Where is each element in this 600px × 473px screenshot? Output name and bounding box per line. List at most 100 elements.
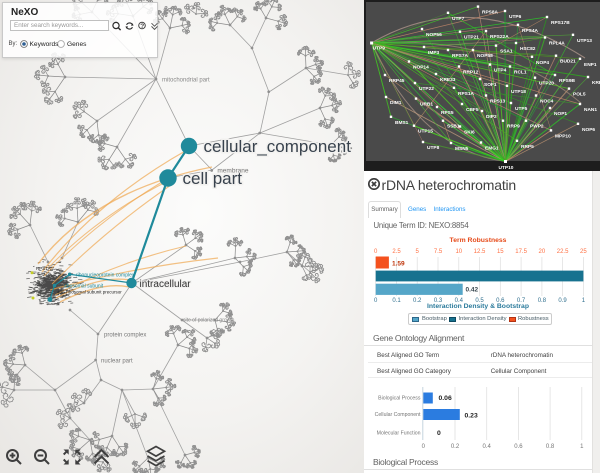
svg-text:0.6: 0.6 xyxy=(496,298,505,304)
svg-text:0.2: 0.2 xyxy=(413,298,422,304)
svg-text:0.5: 0.5 xyxy=(475,298,484,304)
svg-text:nuclear part: nuclear part xyxy=(101,359,133,365)
svg-text:DIM1: DIM1 xyxy=(390,100,402,106)
svg-text:0.7: 0.7 xyxy=(517,298,526,304)
svg-text:UTP8: UTP8 xyxy=(427,145,440,151)
svg-text:0.23: 0.23 xyxy=(465,413,478,420)
svg-text:RPS22A: RPS22A xyxy=(490,34,509,40)
svg-text:MPP10: MPP10 xyxy=(555,133,571,139)
svg-text:RRP12: RRP12 xyxy=(463,70,479,76)
svg-text:UTP4: UTP4 xyxy=(494,68,507,74)
svg-text:DIP2: DIP2 xyxy=(486,114,497,120)
svg-text:12.5: 12.5 xyxy=(474,249,486,255)
svg-text:RCL1: RCL1 xyxy=(514,70,527,76)
svg-text:SSB1: SSB1 xyxy=(447,124,460,130)
svg-text:25: 25 xyxy=(580,249,587,255)
svg-text:0.06: 0.06 xyxy=(439,395,452,402)
svg-text:UTP20: UTP20 xyxy=(539,81,554,87)
svg-text:1.59: 1.59 xyxy=(392,261,405,268)
svg-text:RPS1A: RPS1A xyxy=(458,91,475,97)
svg-text:NOP4: NOP4 xyxy=(536,60,549,66)
svg-text:RRP45: RRP45 xyxy=(389,78,405,84)
svg-text:22.5: 22.5 xyxy=(557,249,569,255)
svg-text:RPS9B: RPS9B xyxy=(559,78,576,84)
svg-text:0: 0 xyxy=(437,430,441,437)
svg-text:Molecular Function: Molecular Function xyxy=(377,431,421,437)
svg-text:0: 0 xyxy=(374,249,378,255)
svg-text:RRP9: RRP9 xyxy=(507,124,520,130)
svg-text:NOP14: NOP14 xyxy=(413,65,429,71)
svg-text:CBF5: CBF5 xyxy=(466,107,479,113)
svg-text:UTP18: UTP18 xyxy=(511,89,526,95)
svg-text:?: ? xyxy=(140,23,144,30)
svg-text:0.42: 0.42 xyxy=(466,287,479,294)
svg-text:UTP22: UTP22 xyxy=(419,86,434,92)
svg-text:0.4: 0.4 xyxy=(483,444,492,450)
svg-text:cellular_component: cellular_component xyxy=(204,137,352,156)
svg-text:UTP13: UTP13 xyxy=(577,38,592,44)
svg-text:PWP2: PWP2 xyxy=(530,124,544,130)
svg-text:UTP15: UTP15 xyxy=(418,129,433,135)
svg-text:RPS17B: RPS17B xyxy=(551,20,570,26)
svg-text:5: 5 xyxy=(416,249,420,255)
svg-text:NOP56: NOP56 xyxy=(426,32,442,38)
svg-text:2.5: 2.5 xyxy=(392,249,401,255)
svg-text:RPS8A: RPS8A xyxy=(482,10,499,16)
svg-text:15: 15 xyxy=(497,249,504,255)
svg-text:0.8: 0.8 xyxy=(546,444,555,450)
svg-text:7.5: 7.5 xyxy=(434,249,443,255)
svg-text:intracellular: intracellular xyxy=(140,279,192,290)
svg-text:0.3: 0.3 xyxy=(434,298,443,304)
svg-text:17.5: 17.5 xyxy=(515,249,527,255)
svg-text:UTP6: UTP6 xyxy=(509,14,522,20)
svg-text:SKI6: SKI6 xyxy=(464,130,475,136)
svg-text:0.8: 0.8 xyxy=(538,298,547,304)
svg-text:BMS1: BMS1 xyxy=(395,120,409,126)
svg-text:40S ribosomal subunit precurso: 40S ribosomal subunit precursor xyxy=(57,290,122,295)
svg-text:mitochondrial part: mitochondrial part xyxy=(162,78,210,84)
svg-text:1: 1 xyxy=(580,444,584,450)
svg-text:POL5: POL5 xyxy=(573,92,586,98)
svg-text:UTP7: UTP7 xyxy=(452,16,465,22)
svg-text:HSC82: HSC82 xyxy=(520,46,536,52)
svg-text:20: 20 xyxy=(539,249,546,255)
svg-text:RPS7A: RPS7A xyxy=(452,53,469,59)
svg-text:NOP58: NOP58 xyxy=(477,53,493,59)
svg-text:UTP5: UTP5 xyxy=(515,106,528,112)
svg-text:RPS5: RPS5 xyxy=(441,110,454,116)
svg-text:ribosomal subunit: ribosomal subunit xyxy=(64,284,104,290)
svg-text:ENP1: ENP1 xyxy=(584,62,597,68)
svg-text:SOF1: SOF1 xyxy=(484,82,497,88)
svg-text:RPS13: RPS13 xyxy=(490,99,506,105)
svg-text:0.9: 0.9 xyxy=(558,298,567,304)
svg-text:EMG1: EMG1 xyxy=(485,146,499,152)
svg-text:KRR1: KRR1 xyxy=(592,80,600,86)
svg-text:UTP21: UTP21 xyxy=(464,35,479,41)
svg-text:1: 1 xyxy=(582,298,586,304)
svg-text:membrane: membrane xyxy=(217,168,248,175)
svg-text:protein complex: protein complex xyxy=(104,333,146,339)
svg-text:0: 0 xyxy=(422,444,426,450)
svg-text:Biological Process: Biological Process xyxy=(378,396,421,402)
svg-text:0.4: 0.4 xyxy=(455,298,464,304)
svg-text:RPL4A: RPL4A xyxy=(549,41,565,47)
svg-text:KRE33: KRE33 xyxy=(440,77,456,83)
svg-text:Cellular Component: Cellular Component xyxy=(375,412,421,418)
svg-text:IMP3: IMP3 xyxy=(428,50,440,56)
svg-text:URB1: URB1 xyxy=(420,102,433,108)
svg-text:NAN1: NAN1 xyxy=(584,107,597,113)
svg-text:NOP1: NOP1 xyxy=(554,111,567,117)
svg-text:0: 0 xyxy=(374,298,378,304)
svg-text:site of polarized growth: site of polarized growth xyxy=(183,318,235,324)
svg-text:NOC4: NOC4 xyxy=(540,99,554,105)
svg-text:NOP6: NOP6 xyxy=(582,127,595,133)
svg-text:UTP10: UTP10 xyxy=(499,165,514,171)
svg-text:RPS1A: RPS1A xyxy=(36,266,51,271)
svg-text:RRP5: RRP5 xyxy=(521,144,534,150)
svg-text:cell part: cell part xyxy=(183,169,243,188)
svg-text:SSA1: SSA1 xyxy=(500,49,513,55)
svg-text:MSN5: MSN5 xyxy=(455,146,469,152)
svg-text:BUD21: BUD21 xyxy=(560,59,576,65)
svg-text:UTP9: UTP9 xyxy=(373,46,386,52)
svg-text:0.6: 0.6 xyxy=(514,444,523,450)
